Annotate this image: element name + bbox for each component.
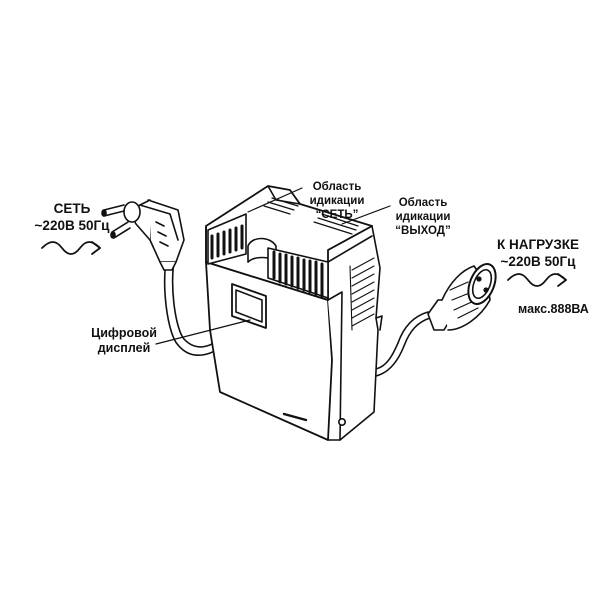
output-socket-icon xyxy=(427,263,497,331)
output-flow-arrow-icon xyxy=(507,273,567,287)
output-cable xyxy=(375,311,431,377)
leader-lines xyxy=(155,187,391,345)
out-area-line2: идикации xyxy=(395,211,451,223)
display-label: Цифровой дисплей xyxy=(86,326,162,356)
output-label-line2: ~220В 50Гц xyxy=(500,254,576,269)
input-cable xyxy=(163,249,229,356)
net-area-line2: идикации xyxy=(309,195,365,207)
stabilizer-device xyxy=(205,185,383,441)
display-label-line2: дисплей xyxy=(97,341,151,355)
input-label-line1: СЕТЬ xyxy=(53,201,91,216)
input-plug-icon xyxy=(101,199,185,271)
output-label-line1: К НАГРУЗКЕ xyxy=(496,237,580,252)
net-area-line1: Область xyxy=(312,181,362,193)
out-area-line3: “ВЫХОД” xyxy=(395,225,451,237)
output-label: К НАГРУЗКЕ ~220В 50Гц xyxy=(488,236,588,270)
display-label-line1: Цифровой xyxy=(91,326,157,340)
out-area-line1: Область xyxy=(398,197,448,209)
output-indication-area-label: Область идикации “ВЫХОД” xyxy=(386,196,460,238)
net-area-line3: “СЕТЬ” xyxy=(315,209,359,221)
output-power-label: макс.888ВА xyxy=(518,302,589,316)
input-label-line2: ~220В 50Гц xyxy=(34,218,110,233)
input-label: СЕТЬ ~220В 50Гц xyxy=(28,200,116,234)
net-indication-area-label: Область идикации “СЕТЬ” xyxy=(300,180,374,222)
input-flow-arrow-icon xyxy=(41,241,101,255)
